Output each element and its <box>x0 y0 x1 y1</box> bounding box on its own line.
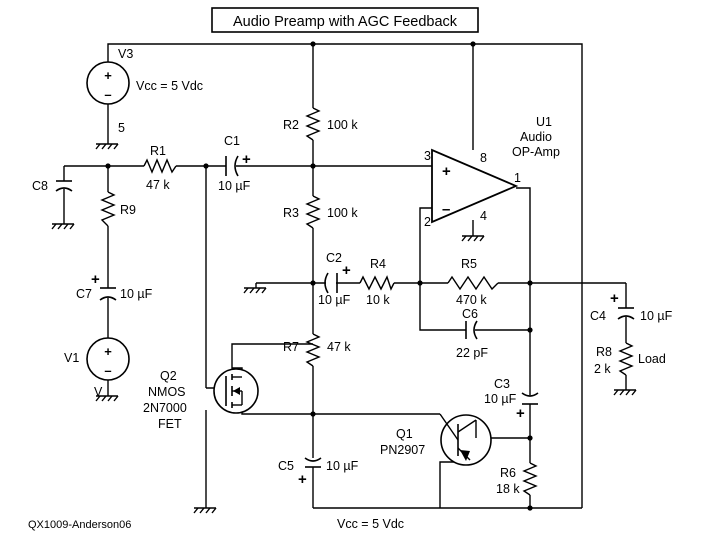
q2-type: NMOS <box>148 385 186 399</box>
q1-part: PN2907 <box>380 443 425 457</box>
c6-value: 22 pF <box>456 346 488 360</box>
svg-text:–: – <box>442 201 450 218</box>
svg-text:+: + <box>104 68 112 83</box>
r6-value: 18 k <box>496 482 520 496</box>
c2-plus-sign: + <box>342 262 351 279</box>
r9-zigzag <box>100 191 116 227</box>
r6-zigzag <box>522 462 538 496</box>
q2-fet-symbol <box>213 368 259 414</box>
u1-pin3: 3 <box>424 149 431 163</box>
c2-ref: C2 <box>326 251 342 265</box>
v1-ref: V1 <box>64 351 79 365</box>
v3-node: 5 <box>118 121 125 135</box>
r9-ref: R9 <box>120 203 136 217</box>
c1-plus-sign: + <box>242 151 251 168</box>
labels: V3 Vcc = 5 Vdc 5 R1 47 k C1 10 µF C8 R9 … <box>28 47 673 531</box>
u1-pin2: 2 <box>424 215 431 229</box>
q2-part: 2N7000 <box>143 401 187 415</box>
u1-ref: U1 <box>536 115 552 129</box>
r2-ref: R2 <box>283 118 299 132</box>
r8-value: 2 k <box>594 362 611 376</box>
c4-value: 10 µF <box>640 309 673 323</box>
diagram-title: Audio Preamp with AGC Feedback <box>233 14 458 30</box>
q1-transistor-symbol <box>439 413 492 466</box>
r7-ref: R7 <box>283 340 299 354</box>
r4-zigzag <box>359 275 395 291</box>
c6-ref: C6 <box>462 307 478 321</box>
c3-value: 10 µF <box>484 392 517 406</box>
c5-ref: C5 <box>278 459 294 473</box>
bottom-rail-label: Vcc = 5 Vdc <box>337 517 404 531</box>
v3-source-symbol: + – <box>86 61 130 124</box>
r3-zigzag <box>305 195 321 229</box>
resistor-symbols <box>100 107 634 496</box>
r4-ref: R4 <box>370 257 386 271</box>
capacitor-symbols: + + + + + + <box>55 151 635 488</box>
u1-opamp-symbol: + – <box>431 148 519 224</box>
u1-pin4: 4 <box>480 209 487 223</box>
c7-plus-sign: + <box>91 271 100 288</box>
c3-ref: C3 <box>494 377 510 391</box>
c4-ref: C4 <box>590 309 606 323</box>
r6-ref: R6 <box>500 466 516 480</box>
r1-ref: R1 <box>150 144 166 158</box>
junction-dots <box>105 41 533 511</box>
title-box <box>211 7 479 33</box>
v1-node: V <box>94 385 103 399</box>
r8-note: Load <box>638 352 666 366</box>
u1-pin1: 1 <box>514 171 521 185</box>
c7-ref: C7 <box>76 287 92 301</box>
r1-zigzag <box>143 158 177 174</box>
svg-text:+: + <box>442 163 451 180</box>
r2-value: 100 k <box>327 118 358 132</box>
q1-ref: Q1 <box>396 427 413 441</box>
c5-plus-sign: + <box>298 471 307 488</box>
c8-ref: C8 <box>32 179 48 193</box>
svg-text:–: – <box>104 87 111 102</box>
c5-value: 10 µF <box>326 459 359 473</box>
r8-zigzag <box>618 342 634 376</box>
r7-zigzag <box>305 333 321 367</box>
r3-value: 100 k <box>327 206 358 220</box>
v3-ref: V3 <box>118 47 133 61</box>
r2-zigzag <box>305 107 321 141</box>
q2-kind: FET <box>158 417 182 431</box>
r5-value: 470 k <box>456 293 487 307</box>
v1-source-symbol: + – <box>86 337 130 381</box>
c1-ref: C1 <box>224 134 240 148</box>
r8-ref: R8 <box>596 345 612 359</box>
c3-plus-sign: + <box>516 405 525 422</box>
r5-zigzag <box>447 275 499 291</box>
wires <box>63 43 627 509</box>
u1-pin8: 8 <box>480 151 487 165</box>
v3-value: Vcc = 5 Vdc <box>136 79 203 93</box>
r4-value: 10 k <box>366 293 390 307</box>
svg-text:+: + <box>104 344 112 359</box>
c4-plus-sign: + <box>610 290 619 307</box>
c2-value: 10 µF <box>318 293 351 307</box>
svg-text:–: – <box>104 363 111 378</box>
r3-ref: R3 <box>283 206 299 220</box>
r5-ref: R5 <box>461 257 477 271</box>
q2-ref: Q2 <box>160 369 177 383</box>
u1-line1: Audio <box>520 130 552 144</box>
ground-symbols <box>51 124 637 514</box>
r1-value: 47 k <box>146 178 170 192</box>
u1-line2: OP-Amp <box>512 145 560 159</box>
r7-value: 47 k <box>327 340 351 354</box>
c1-value: 10 µF <box>218 179 251 193</box>
c7-value: 10 µF <box>120 287 153 301</box>
footer-id: QX1009-Anderson06 <box>28 519 131 531</box>
